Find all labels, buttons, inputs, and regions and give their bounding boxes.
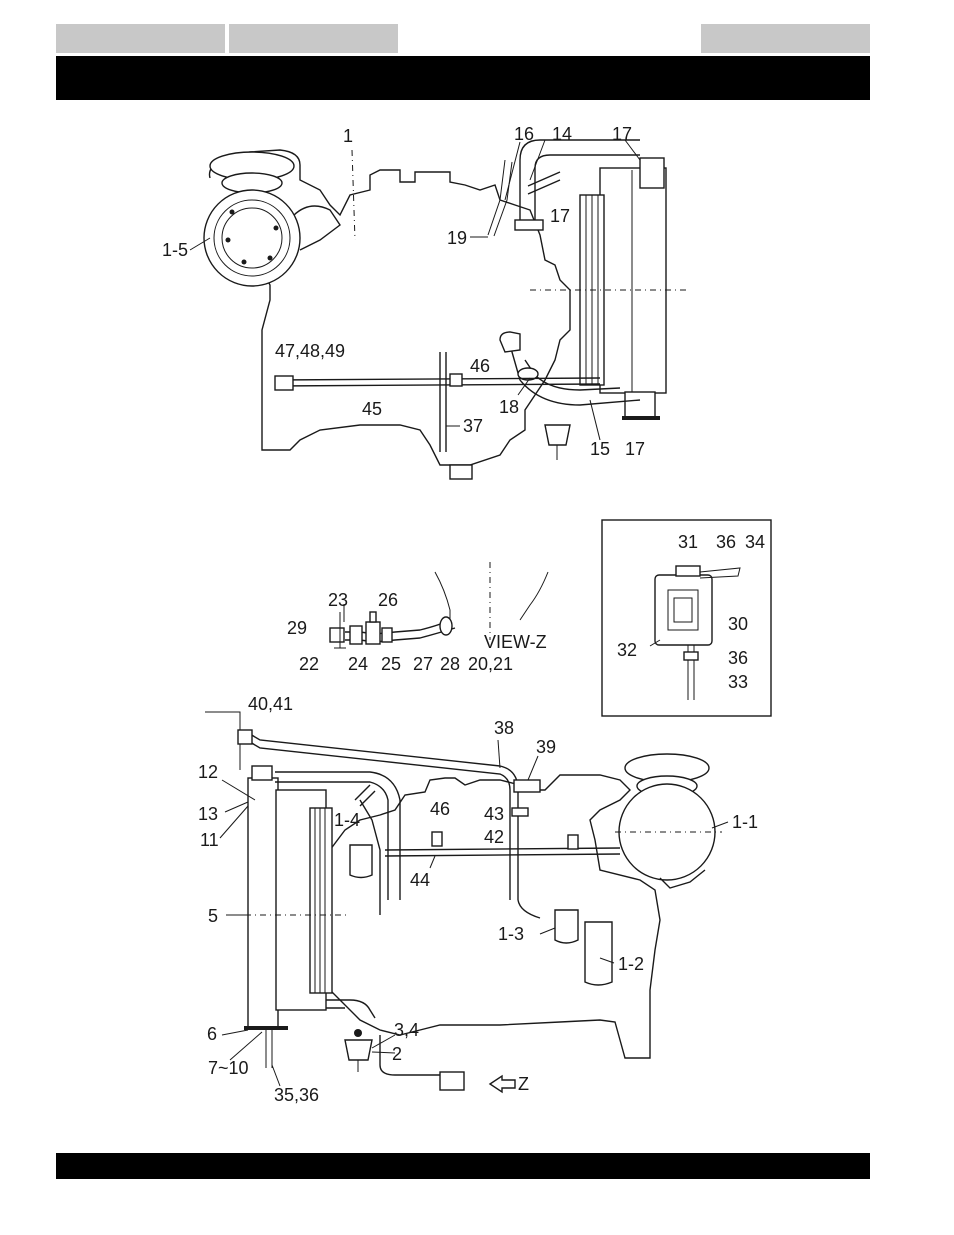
callout-6: 6	[207, 1024, 217, 1044]
callout-17-a: 17	[612, 124, 632, 144]
callout-37: 37	[463, 416, 483, 436]
view-z-title: VIEW-Z	[484, 632, 547, 652]
callout-22: 22	[299, 654, 319, 674]
callout-3-4: 3,4	[394, 1020, 419, 1040]
callout-27: 27	[413, 654, 433, 674]
callout-47-48-49: 47,48,49	[275, 341, 345, 361]
callout-15: 15	[590, 439, 610, 459]
callout-17-b: 17	[550, 206, 570, 226]
callout-30: 30	[728, 614, 748, 634]
callout-39: 39	[536, 737, 556, 757]
callout-42: 42	[484, 827, 504, 847]
callout-7-10: 7~10	[208, 1058, 249, 1078]
callout-25: 25	[381, 654, 401, 674]
bottom-view	[205, 712, 728, 1092]
callout-2: 2	[392, 1044, 402, 1064]
callout-40-41: 40,41	[248, 694, 293, 714]
callout-1-4: 1-4	[334, 810, 360, 830]
callout-44: 44	[410, 870, 430, 890]
callout-43: 43	[484, 804, 504, 824]
callout-29: 29	[287, 618, 307, 638]
callout-26: 26	[378, 590, 398, 610]
callout-18: 18	[499, 397, 519, 417]
callout-23: 23	[328, 590, 348, 610]
callout-33: 33	[728, 672, 748, 692]
callout-35-36: 35,36	[274, 1085, 319, 1105]
callout-17-c: 17	[625, 439, 645, 459]
callout-12: 12	[198, 762, 218, 782]
callout-20-21: 20,21	[468, 654, 513, 674]
callout-13: 13	[198, 804, 218, 824]
callout-14: 14	[552, 124, 572, 144]
callout-46-b: 46	[430, 799, 450, 819]
callout-28: 28	[440, 654, 460, 674]
view-z-labels: 23 26 29 22 24 25 27 28 20,21 VIEW-Z	[287, 590, 547, 674]
callout-1-5: 1-5	[162, 240, 188, 260]
callout-19: 19	[447, 228, 467, 248]
callout-36-b: 36	[728, 648, 748, 668]
callout-31: 31	[678, 532, 698, 552]
callout-38: 38	[494, 718, 514, 738]
callout-5: 5	[208, 906, 218, 926]
callout-32: 32	[617, 640, 637, 660]
callout-1-1: 1-1	[732, 812, 758, 832]
callout-11: 11	[200, 830, 219, 850]
callout-46: 46	[470, 356, 490, 376]
callout-16: 16	[514, 124, 534, 144]
callout-1: 1	[343, 126, 353, 146]
callout-1-3: 1-3	[498, 924, 524, 944]
top-view	[190, 140, 690, 479]
callout-34: 34	[745, 532, 765, 552]
callout-24: 24	[348, 654, 368, 674]
callout-36-a: 36	[716, 532, 736, 552]
arrow-z-label: Z	[518, 1074, 529, 1094]
callout-45: 45	[362, 399, 382, 419]
callout-1-2: 1-2	[618, 954, 644, 974]
